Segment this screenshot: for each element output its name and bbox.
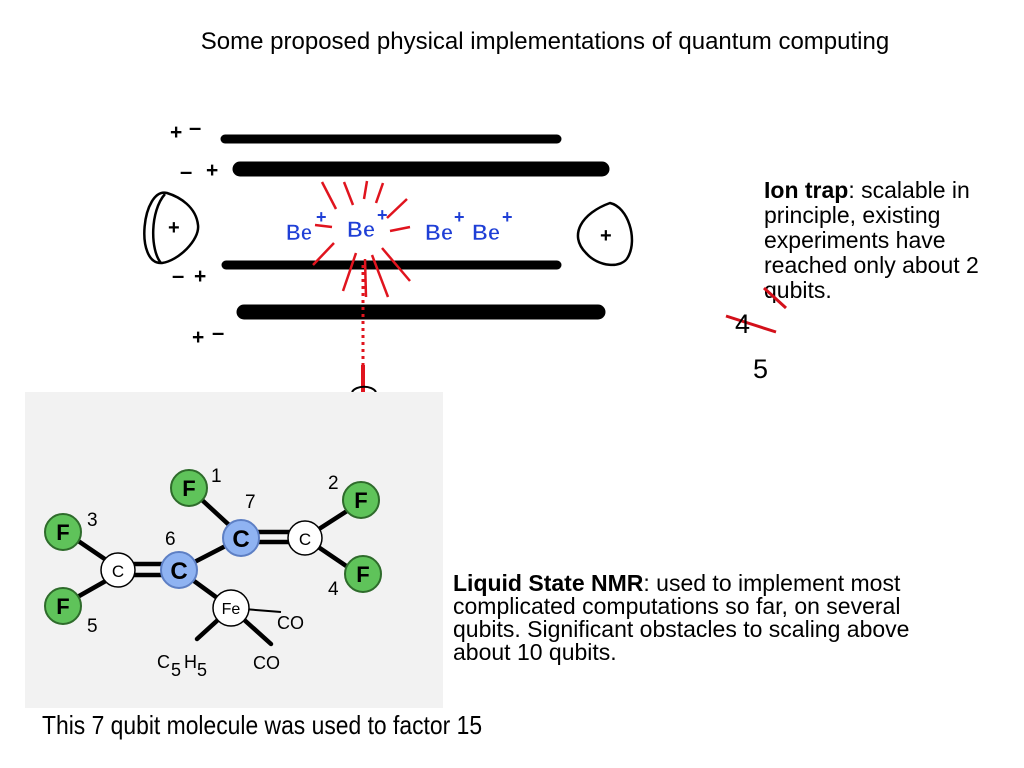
detector-arc	[351, 385, 377, 393]
svg-text:Be: Be	[286, 220, 312, 245]
ion-trap-diagram: + – – + – + + – + +	[143, 115, 634, 393]
qubit-label-5: 5	[87, 616, 98, 637]
strike-marks	[725, 286, 788, 334]
qubit-label-2: 2	[328, 473, 339, 494]
nmr-description: Liquid State NMR: used to implement most…	[453, 572, 973, 664]
carbonyl-1: CO	[277, 613, 304, 633]
right-endcap: +	[576, 201, 634, 266]
sign-2b: +	[206, 159, 218, 182]
svg-text:F: F	[356, 562, 369, 587]
strike-2	[762, 286, 788, 310]
svg-text:F: F	[354, 488, 367, 513]
fluorine-5: F	[44, 587, 82, 625]
svg-text:F: F	[56, 520, 69, 545]
ion-2: Be +	[347, 205, 388, 242]
carbon-plain-right: C	[287, 520, 323, 556]
nmr-body: : used to implement most complicated com…	[453, 570, 910, 665]
svg-text:C: C	[232, 526, 249, 553]
svg-text:Be: Be	[425, 220, 453, 245]
carbon-qubit-6: C	[160, 551, 198, 589]
correction-5: 5	[753, 354, 769, 384]
svg-text:F: F	[56, 594, 69, 619]
ion-3: Be +	[425, 207, 465, 245]
sign-2a: –	[180, 159, 192, 184]
svg-text:Fe: Fe	[222, 601, 241, 618]
sign-3b: +	[194, 265, 206, 288]
svg-text:5: 5	[197, 660, 207, 680]
svg-text:+: +	[377, 205, 388, 225]
molecule-caption: This 7 qubit molecule was used to factor…	[42, 710, 483, 740]
correction-4: 4	[735, 309, 751, 339]
strike-4	[725, 314, 777, 334]
ion-trap-body: : scalable in principle, existing experi…	[764, 177, 979, 303]
fluorine-2: F	[342, 481, 380, 519]
carbon-qubit-7: C	[222, 519, 260, 557]
fluorine-4: F	[344, 555, 382, 593]
ion-4: Be +	[472, 207, 513, 245]
sign-1b: –	[189, 115, 201, 140]
qubit-label-7: 7	[245, 492, 256, 513]
qubit-label-3: 3	[87, 510, 98, 531]
qubit-label-1: 1	[211, 466, 222, 487]
svg-text:Be: Be	[347, 217, 375, 242]
left-endcap-sign: +	[168, 217, 180, 239]
qubit-label-4: 4	[328, 579, 339, 600]
svg-text:Be: Be	[472, 220, 500, 245]
molecule-diagram: F F F F F C C C	[44, 466, 382, 680]
fluorine-1: F	[170, 469, 208, 507]
ion-1: Be +	[286, 207, 327, 245]
sign-3a: –	[172, 263, 184, 288]
svg-text:5: 5	[171, 660, 181, 680]
fluorine-3: F	[44, 513, 82, 551]
svg-text:C: C	[299, 530, 311, 549]
sign-4b: –	[212, 320, 224, 345]
svg-text:C: C	[112, 562, 124, 581]
carbonyl-2: CO	[253, 653, 280, 673]
carbon-plain-left: C	[100, 552, 136, 588]
svg-text:C: C	[157, 652, 170, 672]
ion-trap-description: Ion trap: scalable in principle, existin…	[764, 178, 1024, 303]
svg-text:+: +	[316, 207, 327, 227]
laser-burst	[312, 180, 411, 298]
ion-trap-heading: Ion trap	[764, 177, 849, 203]
iron-atom: Fe	[212, 589, 250, 627]
svg-text:F: F	[182, 476, 195, 501]
cyclopentadienyl-label: C 5 H 5	[157, 652, 207, 680]
svg-text:C: C	[170, 558, 187, 585]
svg-text:+: +	[502, 207, 513, 227]
svg-text:+: +	[454, 207, 465, 227]
slide-title: Some proposed physical implementations o…	[200, 28, 890, 55]
nmr-heading: Liquid State NMR	[453, 570, 644, 596]
right-endcap-sign: +	[600, 225, 612, 247]
svg-text:H: H	[184, 652, 197, 672]
qubit-label-6: 6	[165, 529, 176, 550]
sign-4a: +	[192, 326, 204, 349]
sign-1a: +	[170, 121, 182, 144]
left-endcap: +	[143, 191, 200, 265]
